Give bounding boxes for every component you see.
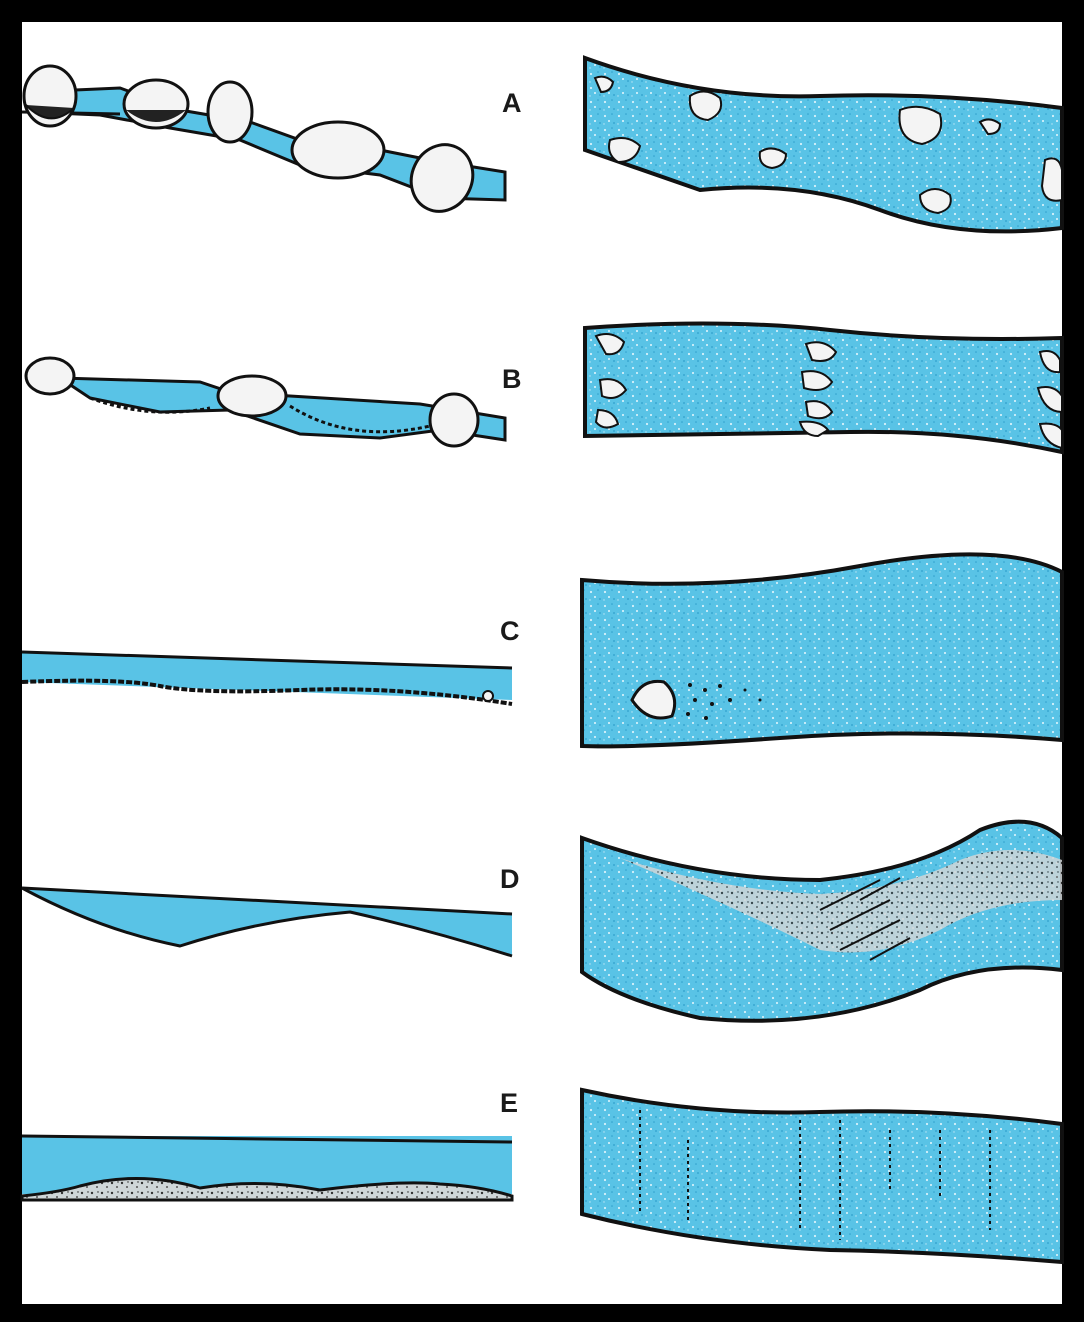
boulder — [292, 122, 384, 178]
boulder — [400, 135, 483, 222]
boulder — [430, 394, 478, 446]
row-c-profile — [22, 652, 512, 704]
row-d-plan — [582, 822, 1062, 1021]
row-b-plan — [585, 323, 1062, 452]
row-e-profile — [22, 1136, 512, 1200]
row-label-d: D — [500, 866, 520, 893]
boulder — [208, 82, 252, 142]
row-d-profile — [22, 888, 512, 956]
row-label-a: A — [502, 90, 522, 117]
row-b-profile — [26, 358, 505, 446]
row-label-c: C — [500, 618, 520, 645]
boulder — [26, 358, 74, 394]
row-e-plan — [582, 1090, 1062, 1262]
row-label-e: E — [500, 1090, 518, 1117]
boulder — [218, 376, 286, 416]
row-a-plan — [585, 58, 1062, 231]
row-label-b: B — [502, 366, 522, 393]
row-a-profile — [22, 66, 505, 221]
row-c-plan — [582, 554, 1062, 746]
